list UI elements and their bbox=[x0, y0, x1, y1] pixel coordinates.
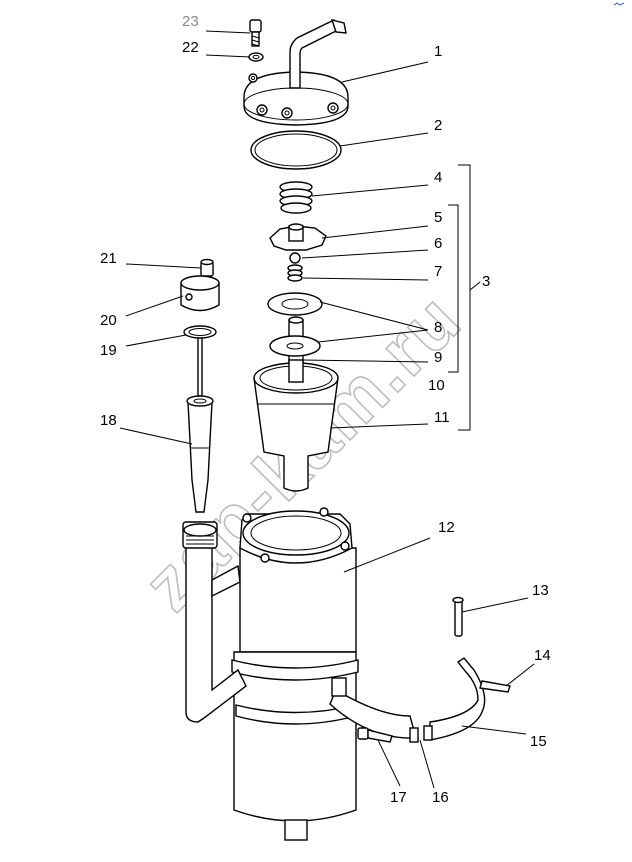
corner-mark-icon bbox=[614, 2, 624, 6]
callout-23: 23 bbox=[182, 13, 199, 30]
leader-lines bbox=[119, 30, 535, 789]
callout-6: 6 bbox=[434, 235, 442, 252]
callout-4: 4 bbox=[434, 169, 442, 186]
callout-14: 14 bbox=[534, 647, 551, 664]
part-21-fitting bbox=[200, 258, 214, 277]
callout-13: 13 bbox=[532, 582, 549, 599]
callout-15: 15 bbox=[530, 733, 547, 750]
bracket-10 bbox=[448, 204, 459, 373]
part-19-ring bbox=[183, 325, 217, 339]
part-8-seal-upper bbox=[267, 292, 323, 316]
part-2-o-ring bbox=[250, 130, 342, 170]
callout-2: 2 bbox=[434, 117, 442, 134]
callout-9: 9 bbox=[434, 349, 442, 366]
callout-5: 5 bbox=[434, 209, 442, 226]
part-1-cover bbox=[243, 19, 349, 126]
part-5-valve-plate bbox=[269, 223, 327, 251]
callout-21: 21 bbox=[100, 250, 117, 267]
callout-8: 8 bbox=[434, 319, 442, 336]
part-23-bolt bbox=[249, 19, 262, 47]
part-17-screw bbox=[357, 727, 393, 743]
part-8-seal-lower bbox=[269, 335, 321, 357]
callout-11: 11 bbox=[434, 409, 450, 426]
part-12-housing bbox=[231, 507, 359, 841]
part-19-rod bbox=[197, 337, 203, 397]
part-7-spring bbox=[287, 264, 303, 282]
callout-numbers: 23 22 1 2 4 5 6 7 3 8 9 10 11 21 20 19 1… bbox=[100, 13, 551, 806]
callout-20: 20 bbox=[100, 312, 117, 329]
callout-18: 18 bbox=[100, 412, 117, 429]
callout-12: 12 bbox=[438, 519, 455, 536]
part-15-clamp bbox=[329, 657, 486, 743]
callout-7: 7 bbox=[434, 263, 442, 280]
part-20-head bbox=[180, 275, 220, 312]
callout-22: 22 bbox=[182, 39, 199, 56]
part-18-inlet-pipe bbox=[182, 521, 247, 723]
part-18-sleeve bbox=[186, 395, 214, 513]
callout-19: 19 bbox=[100, 342, 117, 359]
part-6-ball bbox=[289, 252, 301, 264]
part-13-pin bbox=[452, 596, 464, 637]
part-4-spring bbox=[279, 181, 313, 214]
bracket-3 bbox=[458, 164, 471, 431]
callout-1: 1 bbox=[434, 43, 442, 60]
part-14-latch bbox=[479, 680, 511, 693]
callout-3: 3 bbox=[482, 273, 490, 290]
callout-16: 16 bbox=[432, 789, 449, 806]
callout-10: 10 bbox=[428, 377, 445, 394]
part-11-filter-cup bbox=[253, 359, 339, 492]
corner-mark bbox=[614, 2, 624, 6]
part-22-washer bbox=[248, 52, 264, 62]
callout-17: 17 bbox=[390, 789, 407, 806]
